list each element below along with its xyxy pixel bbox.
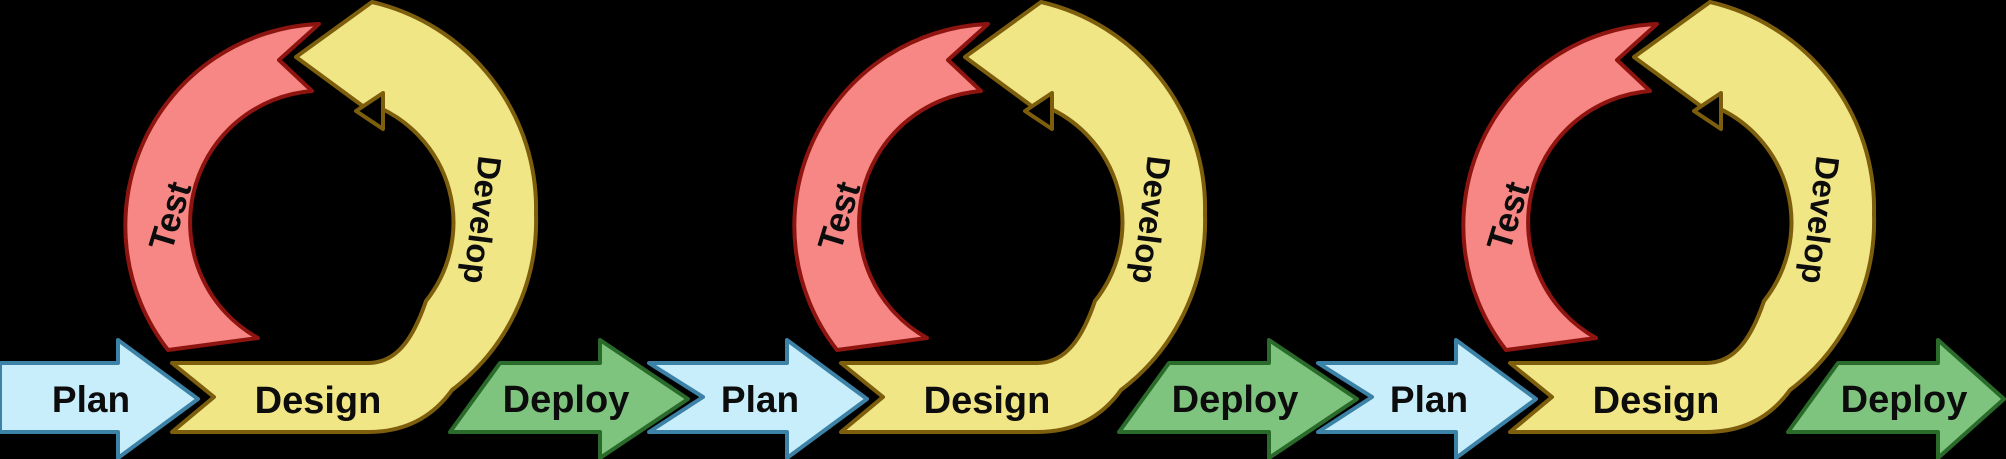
design-develop-loop (170, 0, 539, 434)
test-arc (792, 22, 990, 352)
deploy-arrow (1117, 338, 1359, 459)
deploy-label: Deploy (503, 379, 630, 421)
loop-tail-notch (1023, 91, 1054, 131)
deploy-arrow (448, 338, 690, 459)
design-develop-loop (839, 0, 1208, 434)
plan-arrow (1316, 338, 1538, 459)
plan-label: Plan (721, 379, 799, 420)
loop-tail-notch (354, 91, 385, 131)
design-label: Design (1593, 380, 1720, 422)
design-label: Design (924, 380, 1051, 422)
deploy-label: Deploy (1172, 379, 1299, 421)
test-arc (1461, 22, 1659, 352)
plan-label: Plan (1390, 379, 1468, 420)
plan-arrow (647, 338, 869, 459)
loop-tail-notch (1692, 91, 1723, 131)
plan-label: Plan (52, 379, 130, 420)
test-arc (123, 22, 321, 352)
deploy-label: Deploy (1841, 379, 1968, 421)
plan-arrow (0, 338, 200, 459)
design-label: Design (255, 380, 382, 422)
design-develop-loop (1508, 0, 1877, 434)
deploy-arrow (1786, 338, 2006, 459)
